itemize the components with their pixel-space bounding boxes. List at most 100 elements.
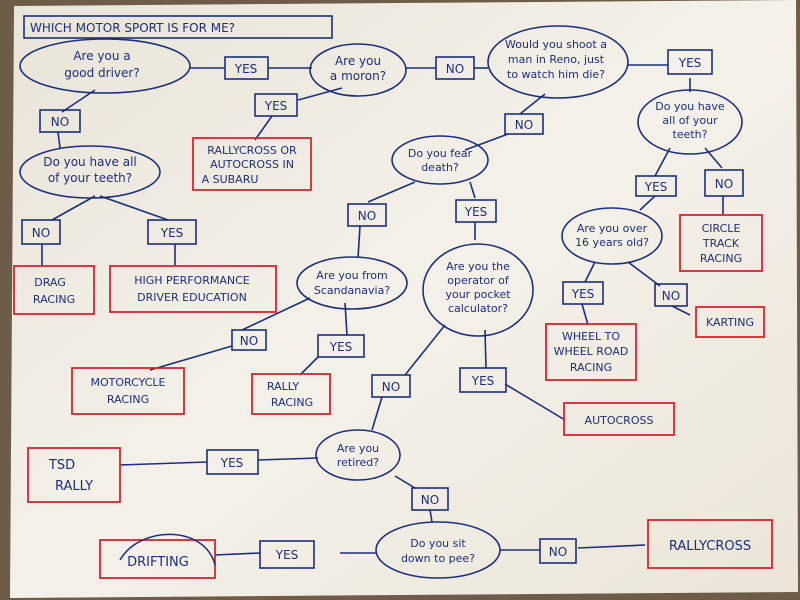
edge: [371, 396, 383, 431]
answer-yes: [562, 281, 604, 305]
edge: [504, 383, 566, 421]
edge: [394, 475, 416, 489]
answer-label: NO: [382, 380, 400, 394]
answer-label: YES: [678, 56, 702, 70]
question-retired: [315, 429, 401, 481]
outcome-box: [695, 306, 765, 338]
question-shoot: [487, 25, 629, 99]
answer-no: [39, 109, 81, 133]
outcome-box: [679, 214, 763, 272]
answer-label: YES: [234, 62, 258, 76]
edge: [577, 544, 646, 549]
answer-label: YES: [644, 180, 668, 194]
answer-label: NO: [51, 115, 69, 129]
question-calculator: [422, 243, 534, 337]
answer-no: [411, 487, 449, 511]
outcome-box: [109, 265, 277, 313]
answer-label: YES: [275, 548, 299, 562]
question-teeth-right: [637, 89, 743, 155]
edge: [671, 305, 691, 316]
answer-label: YES: [220, 456, 244, 470]
answer-yes: [667, 49, 713, 75]
edge: [581, 303, 589, 326]
answer-label: YES: [464, 205, 488, 219]
answer-label: YES: [471, 374, 495, 388]
edge: [99, 195, 169, 221]
question-sit-down: [375, 521, 501, 579]
answer-yes: [459, 367, 507, 393]
question-good-driver: [19, 38, 191, 94]
edge: [404, 324, 446, 376]
edge: [654, 147, 671, 177]
outcome-box: [192, 137, 312, 191]
answer-no: [347, 203, 387, 227]
outcome-box: [563, 402, 675, 436]
edge: [584, 261, 596, 283]
outcome-box: [99, 539, 216, 579]
edge: [119, 461, 208, 466]
answer-no: [504, 113, 544, 135]
edge: [254, 115, 273, 141]
page-title: WHICH MOTOR SPORT IS FOR ME?: [30, 21, 235, 35]
answer-label: YES: [160, 226, 184, 240]
edge: [704, 147, 723, 169]
edge: [464, 133, 509, 151]
edge: [299, 356, 319, 376]
answer-label: NO: [421, 493, 439, 507]
outcome-box: [27, 447, 121, 503]
paper-sheet: [10, 0, 798, 598]
outcome-box: [71, 367, 185, 415]
answer-yes: [455, 199, 497, 223]
edge: [241, 297, 311, 331]
answer-label: YES: [264, 99, 288, 113]
outcome-karting: KARTING: [706, 316, 754, 329]
edge: [149, 345, 233, 371]
answer-yes: [635, 175, 677, 197]
edge: [627, 261, 661, 287]
edge: [214, 552, 261, 556]
answer-label: YES: [571, 287, 595, 301]
answer-label: NO: [549, 545, 567, 559]
answer-label: NO: [240, 334, 258, 348]
edge: [51, 195, 96, 221]
edge: [61, 89, 96, 113]
edge: [367, 181, 416, 203]
outcome-box: [13, 265, 95, 315]
answer-label: NO: [662, 289, 680, 303]
edge: [297, 87, 343, 101]
question-fear-death: [391, 135, 489, 185]
answer-yes: [147, 219, 197, 245]
answer-label: NO: [446, 62, 464, 76]
outcome-box: [251, 373, 331, 415]
answer-no: [21, 219, 61, 245]
outcome-box: [545, 323, 637, 381]
answer-yes: [224, 56, 269, 80]
answer-yes: [317, 334, 365, 358]
answer-label: YES: [329, 340, 353, 354]
answer-yes: [259, 540, 315, 569]
drifting-swoosh: [119, 533, 216, 566]
answer-no: [539, 538, 577, 564]
answer-no: [231, 329, 267, 351]
question-teeth-left: [19, 145, 161, 199]
answer-label: NO: [358, 209, 376, 223]
edge: [57, 131, 61, 149]
